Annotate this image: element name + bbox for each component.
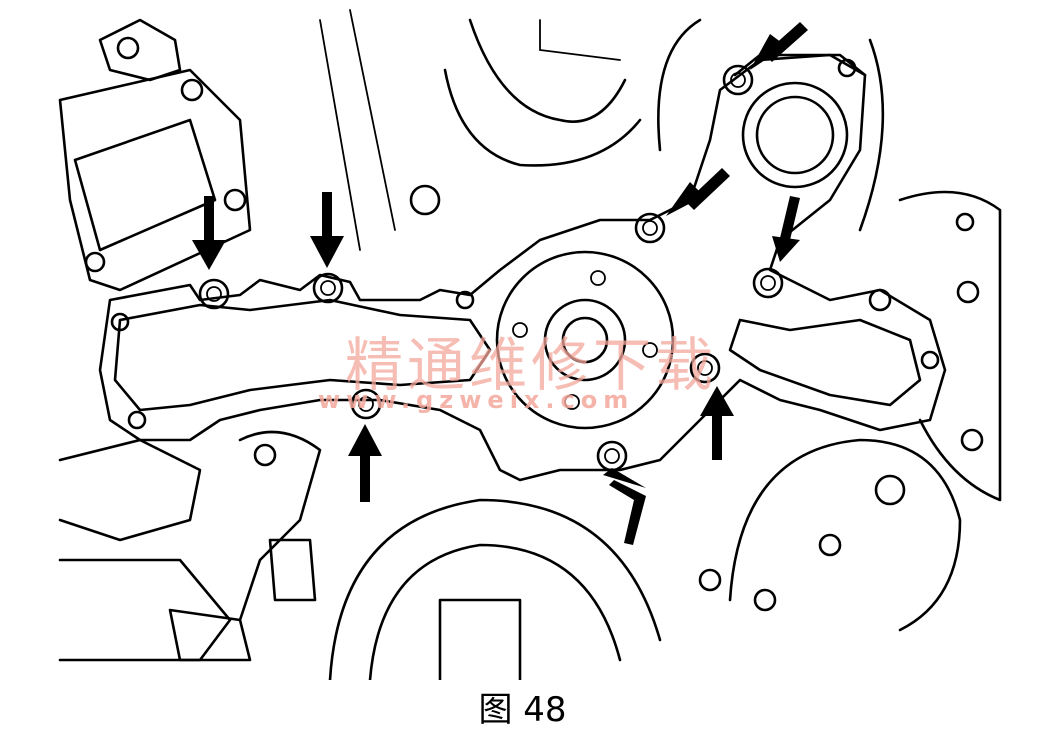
arrow-diag-8 <box>750 22 808 70</box>
bolts <box>198 64 784 472</box>
watermark-url: www.gzweix.com <box>318 386 635 414</box>
watermark-chinese: 精通维修下载 <box>345 331 718 399</box>
arrow-up-3 <box>348 424 382 502</box>
arrow-down-2 <box>310 192 344 268</box>
arrow-diag-7 <box>772 196 800 262</box>
arrow-diag-6 <box>666 168 730 216</box>
engine-water-pump-diagram <box>58 9 1002 680</box>
figure-caption: 图 48 <box>478 690 567 730</box>
arrow-up-5 <box>700 386 734 460</box>
arrow-up-4 <box>603 468 646 545</box>
water-pump-housing <box>98 53 947 482</box>
engine-block-outline <box>58 9 1002 502</box>
crankshaft-pulley <box>58 430 962 680</box>
water-pump-flange <box>495 250 675 430</box>
arrow-down-1 <box>192 196 226 270</box>
bolt-arrows <box>192 22 808 545</box>
thermostat-housing <box>733 53 867 189</box>
